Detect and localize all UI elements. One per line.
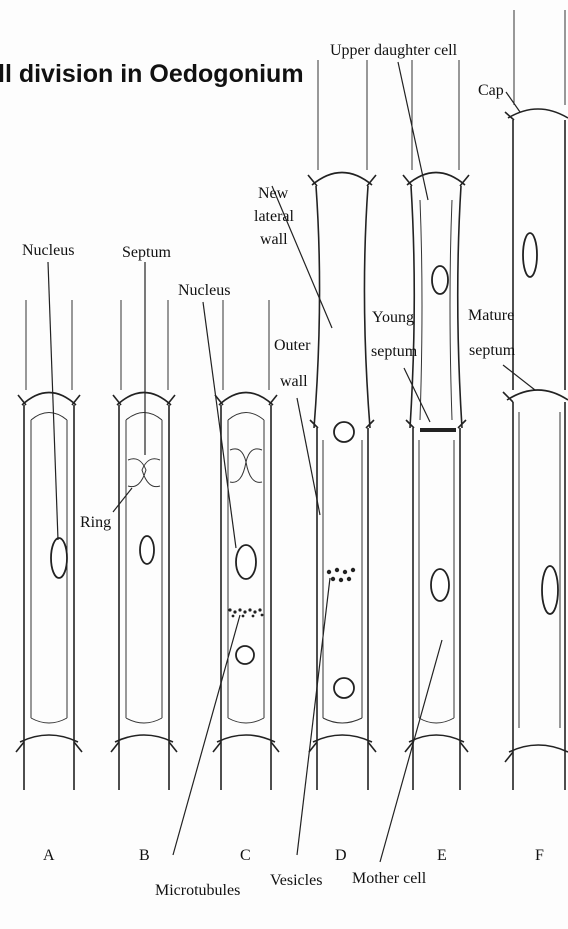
- label-outer-wall-1: Outer: [274, 337, 311, 354]
- nucleus-e-upper: [432, 266, 448, 294]
- nucleus-d-lower: [334, 678, 354, 698]
- label-young-septum-2: septum: [371, 343, 418, 360]
- stage-label-c: C: [240, 847, 251, 864]
- label-mother-cell: Mother cell: [352, 870, 427, 887]
- nucleus-e-lower: [431, 569, 449, 601]
- filament-b: [111, 300, 177, 790]
- label-cap: Cap: [478, 82, 504, 99]
- label-vesicles: Vesicles: [270, 872, 322, 889]
- label-upper-daughter-cell: Upper daughter cell: [330, 42, 458, 59]
- label-septum: Septum: [122, 244, 171, 261]
- nucleus-c-upper: [236, 545, 256, 579]
- label-outer-wall-2: wall: [280, 373, 308, 390]
- filament-e: [403, 60, 469, 790]
- diagram-title: ll division in Oedogonium: [0, 60, 304, 88]
- label-nucleus-a: Nucleus: [22, 242, 74, 259]
- nucleus-f-lower: [542, 566, 558, 614]
- ring-c-left: [230, 449, 246, 482]
- vesicles-d: [327, 568, 355, 582]
- stage-label-f: F: [535, 847, 544, 864]
- stage-label-b: B: [139, 847, 150, 864]
- stage-label-d: D: [335, 847, 347, 864]
- young-septum-e: [420, 428, 456, 432]
- nucleus-d-upper: [334, 422, 354, 442]
- label-ring: Ring: [80, 514, 111, 531]
- filament-a: [16, 300, 82, 790]
- filament-c: [213, 300, 279, 790]
- label-new-lateral-wall-3: wall: [260, 231, 288, 248]
- stage-label-a: A: [43, 847, 55, 864]
- label-young-septum-1: Young: [372, 309, 414, 326]
- ring-c-right: [246, 449, 262, 482]
- label-new-lateral-wall-2: lateral: [254, 208, 295, 225]
- label-mature-septum-1: Mature: [468, 307, 514, 324]
- label-new-lateral-wall-1: New: [258, 185, 289, 202]
- filament-f: [503, 10, 568, 790]
- nucleus-c-lower: [236, 646, 254, 664]
- microtubules-c: [228, 608, 263, 617]
- nucleus-b: [140, 536, 154, 564]
- new-lateral-wall-d-left: [314, 186, 320, 428]
- cap-f: [508, 109, 568, 118]
- nucleus-f-upper: [523, 233, 537, 277]
- stage-label-e: E: [437, 847, 447, 864]
- label-microtubules: Microtubules: [155, 882, 240, 899]
- label-mature-septum-2: septum: [469, 342, 516, 359]
- label-nucleus-c: Nucleus: [178, 282, 230, 299]
- nucleus-a: [51, 538, 67, 578]
